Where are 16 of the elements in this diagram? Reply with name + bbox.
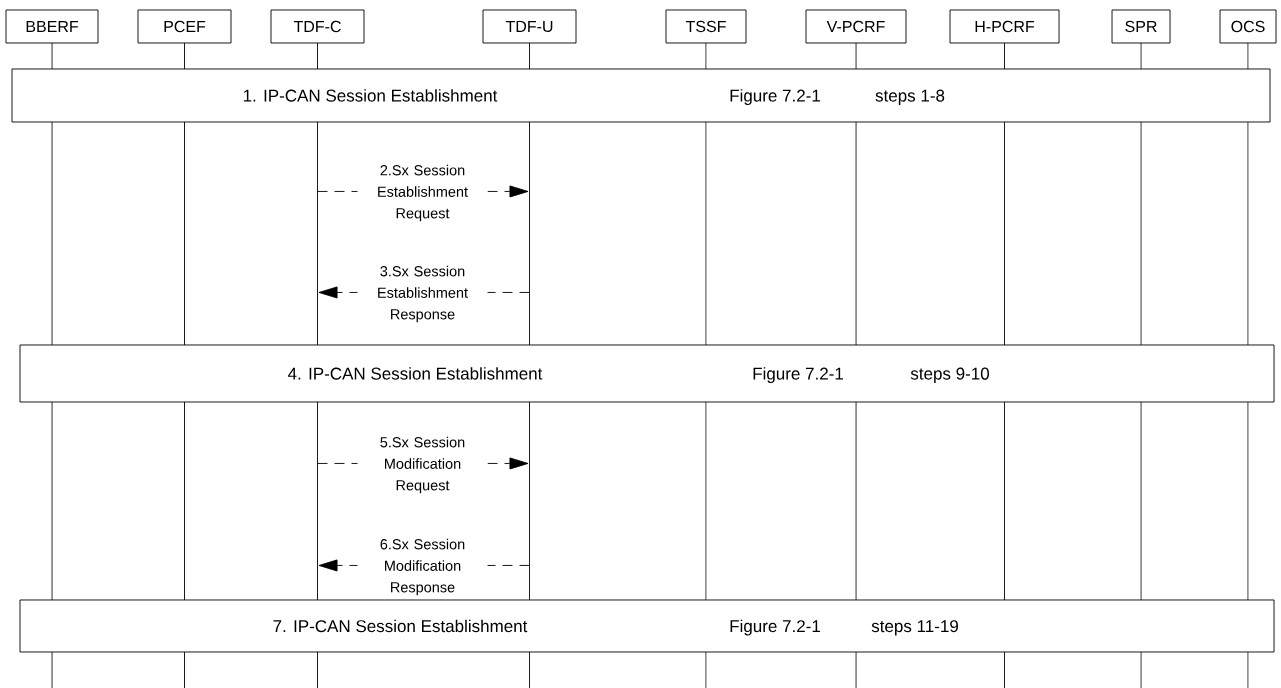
- edge-label: 5.Sx Session Modification Request: [357, 435, 488, 495]
- step-band: 7. IP-CAN Session Establishment Figure 7.2-1 steps 11-19: [19, 599, 1275, 653]
- participant-box: V-PCRF: [805, 9, 907, 44]
- participant-box: TDF-C: [270, 9, 365, 44]
- step-band: 1. IP-CAN Session Establishment Figure 7.2-1 steps 1-8: [11, 68, 1271, 123]
- step-band: 4. IP-CAN Session Establishment Figure 7.2-1 steps 9-10: [19, 344, 1275, 403]
- participant-box: TSSF: [665, 9, 747, 44]
- edge-label: 2.Sx Session Establishment Request: [357, 163, 488, 223]
- participant-box: TDF-U: [482, 9, 577, 44]
- participant-box: OCS: [1219, 9, 1277, 44]
- edge-label: 3.Sx Session Establishment Response: [357, 264, 488, 324]
- edge-label: 6.Sx Session Modification Response: [357, 537, 488, 597]
- participant-box: H-PCRF: [949, 9, 1060, 44]
- participant-box: SPR: [1111, 9, 1171, 44]
- participant-box: PCEF: [137, 9, 232, 44]
- participant-box: BBERF: [5, 9, 99, 44]
